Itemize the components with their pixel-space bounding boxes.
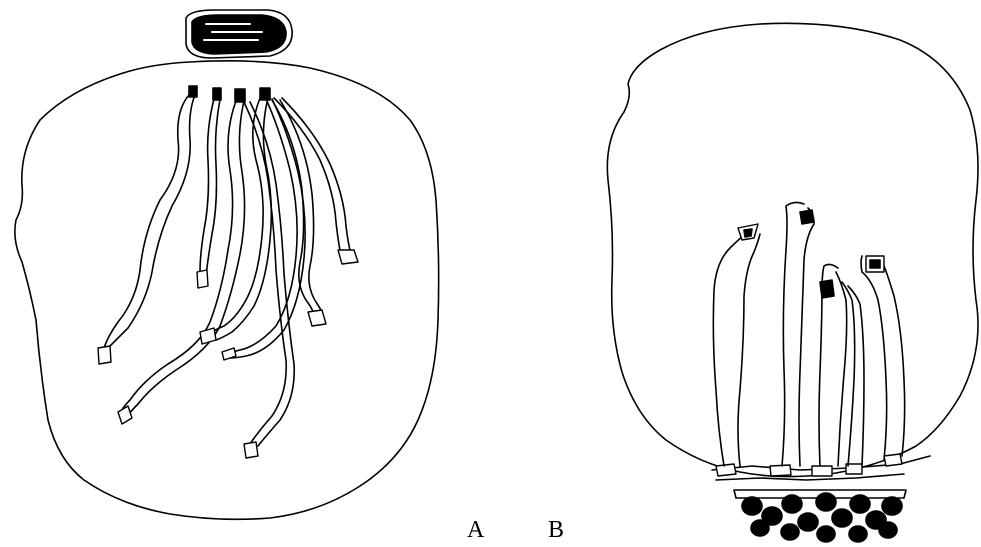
panel-a-filament-8 — [274, 98, 358, 264]
panel-a-drawing — [15, 10, 439, 519]
panel-b-drawing — [607, 23, 978, 542]
panel-b-filament-5 — [861, 256, 905, 460]
panel-b-filament-4 — [842, 282, 864, 466]
panel-a-filament-1 — [98, 86, 197, 364]
panel-a-filament-2 — [197, 88, 221, 288]
panel-b-filament-1 — [713, 224, 760, 466]
panel-a-outline — [15, 61, 439, 519]
panel-a-top-cell-cluster — [186, 10, 292, 58]
panel-b-filament-2 — [782, 202, 814, 466]
panel-b-filament-3 — [819, 264, 847, 466]
panel-b-outline — [607, 23, 978, 476]
panel-a-label: A — [467, 518, 484, 542]
panel-a-filament-3 — [118, 89, 245, 424]
panel-b-label: B — [548, 518, 564, 542]
panel-b-bottom-cell-cluster — [734, 490, 906, 542]
